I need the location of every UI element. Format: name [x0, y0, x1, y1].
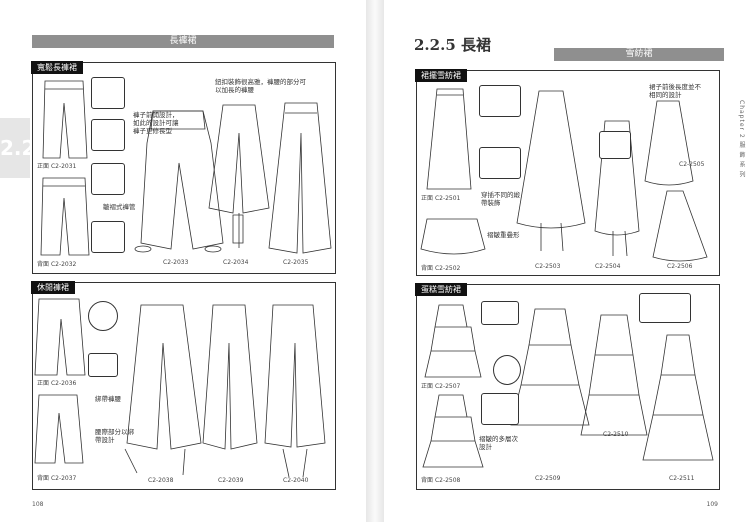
- note-mid: 綁帶褲腰: [95, 395, 121, 403]
- code-e: C2-2511: [669, 475, 695, 482]
- right-page: 2.2.5 長裙 雪紡裙 Chapter 2 服 飾 系 列 裙擺雪紡裙 裙子前…: [384, 0, 750, 522]
- code-front-label: 正面 C2-2036: [37, 380, 77, 387]
- code-front-label: 正面 C2-2507: [421, 383, 461, 390]
- code-e: C2-2505: [679, 161, 705, 168]
- panel-tag: 裙擺雪紡裙: [415, 69, 467, 82]
- zoom-waist: [91, 119, 125, 151]
- panel-tag: 寬鬆長褲裙: [31, 61, 83, 74]
- note-top: 鈕扣裝飾很高雅，褲腰的部分可以加長的褲腰: [215, 78, 306, 94]
- code-back-label: 背面 C2-2037: [37, 475, 77, 482]
- zoom-waist: [639, 293, 691, 323]
- pants-illustrations: [40, 80, 332, 256]
- code-back-label: 背面 C2-2032: [37, 261, 77, 268]
- panel-tag: 蛋糕雪紡裙: [415, 283, 467, 296]
- code-e: C2-2035: [283, 259, 309, 266]
- chiffon-skirt-illustrations: [420, 88, 708, 262]
- code-back-label: 背面 C2-2508: [421, 477, 461, 484]
- code-d: C2-2510: [603, 431, 629, 438]
- note-bottom: 腰際部分以綁帶設計: [95, 428, 134, 444]
- panel-casual-pants-skirt: 休閒褲裙 綁帶褲腰 腰際部分以綁帶設計 正面 C2-2036 背面 C2-203…: [31, 281, 336, 490]
- zoom-ribbon: [479, 147, 521, 179]
- code-c: C2-2038: [148, 477, 174, 484]
- code-c: C2-2033: [163, 259, 189, 266]
- code-c: C2-2503: [535, 263, 561, 270]
- note-top: 裙子前後長度並不相同的設計: [649, 83, 701, 99]
- zoom-gathers: [91, 163, 125, 195]
- side-chapter-text: Chapter 2 服 飾 系 列: [738, 100, 745, 179]
- note-right: 褲子前開設計，如此的設計可讓褲子更修長型: [133, 111, 179, 135]
- code-f: C2-2506: [667, 263, 693, 270]
- note-mid: 皺褶式褲管: [103, 203, 136, 211]
- panel-tiered-chiffon-skirt: 蛋糕雪紡裙 褶皺的多層次設計 正面 C2-2507 背面 C2-2508 C2-…: [415, 283, 720, 490]
- code-d: C2-2504: [595, 263, 621, 270]
- zoom-tiers: [481, 393, 519, 425]
- code-front-label: 正面 C2-2501: [421, 195, 461, 202]
- panel-tag: 休閒褲裙: [31, 281, 75, 294]
- code-d: C2-2034: [223, 259, 249, 266]
- casual-pants-illustrations: [34, 298, 326, 478]
- note-mid: 穿插不同的緞帶裝飾: [481, 191, 520, 207]
- tiered-skirt-illustrations: [422, 304, 714, 468]
- note-bottom: 褶皺重疊形: [487, 231, 520, 239]
- code-d: C2-2039: [218, 477, 244, 484]
- code-e: C2-2040: [283, 477, 309, 484]
- zoom-buttons: [91, 77, 125, 109]
- chapter-watermark: 2.2: [0, 118, 35, 178]
- zoom-ruffle: [493, 355, 521, 385]
- page-number: 109: [706, 501, 718, 508]
- code-c: C2-2509: [535, 475, 561, 482]
- section-band: 雪紡裙: [554, 48, 724, 61]
- panel-loose-pants-skirt: 寬鬆長褲裙 鈕扣裝飾很高雅，褲腰的部分可以加長的褲腰 褲子前開設計，如此的設計可…: [31, 61, 336, 274]
- note-mid: 褶皺的多層次設計: [479, 435, 518, 451]
- page-number: 108: [32, 501, 44, 508]
- left-page: 2.2 長褲裙 寬鬆長褲裙 鈕扣裝飾很高雅，褲腰的部分可以加長的褲腰 褲子前開設…: [0, 0, 366, 522]
- zoom-tie: [88, 301, 118, 331]
- zoom-waist: [479, 85, 521, 117]
- code-front-label: 正面 C2-2031: [37, 163, 77, 170]
- zoom-buckle: [481, 301, 519, 325]
- panel-hem-chiffon-skirt: 裙擺雪紡裙 裙子前後長度並不相同的設計 穿插不同的緞帶裝飾 褶皺重疊形 正面 C…: [415, 69, 720, 276]
- zoom-hem: [599, 131, 631, 159]
- zoom-hem: [91, 221, 125, 253]
- book-gutter: [366, 0, 384, 522]
- section-band: 長褲裙: [32, 35, 334, 48]
- code-back-label: 背面 C2-2502: [421, 265, 461, 272]
- chapter-title: 2.2.5 長裙: [414, 36, 491, 54]
- zoom-side: [88, 353, 118, 377]
